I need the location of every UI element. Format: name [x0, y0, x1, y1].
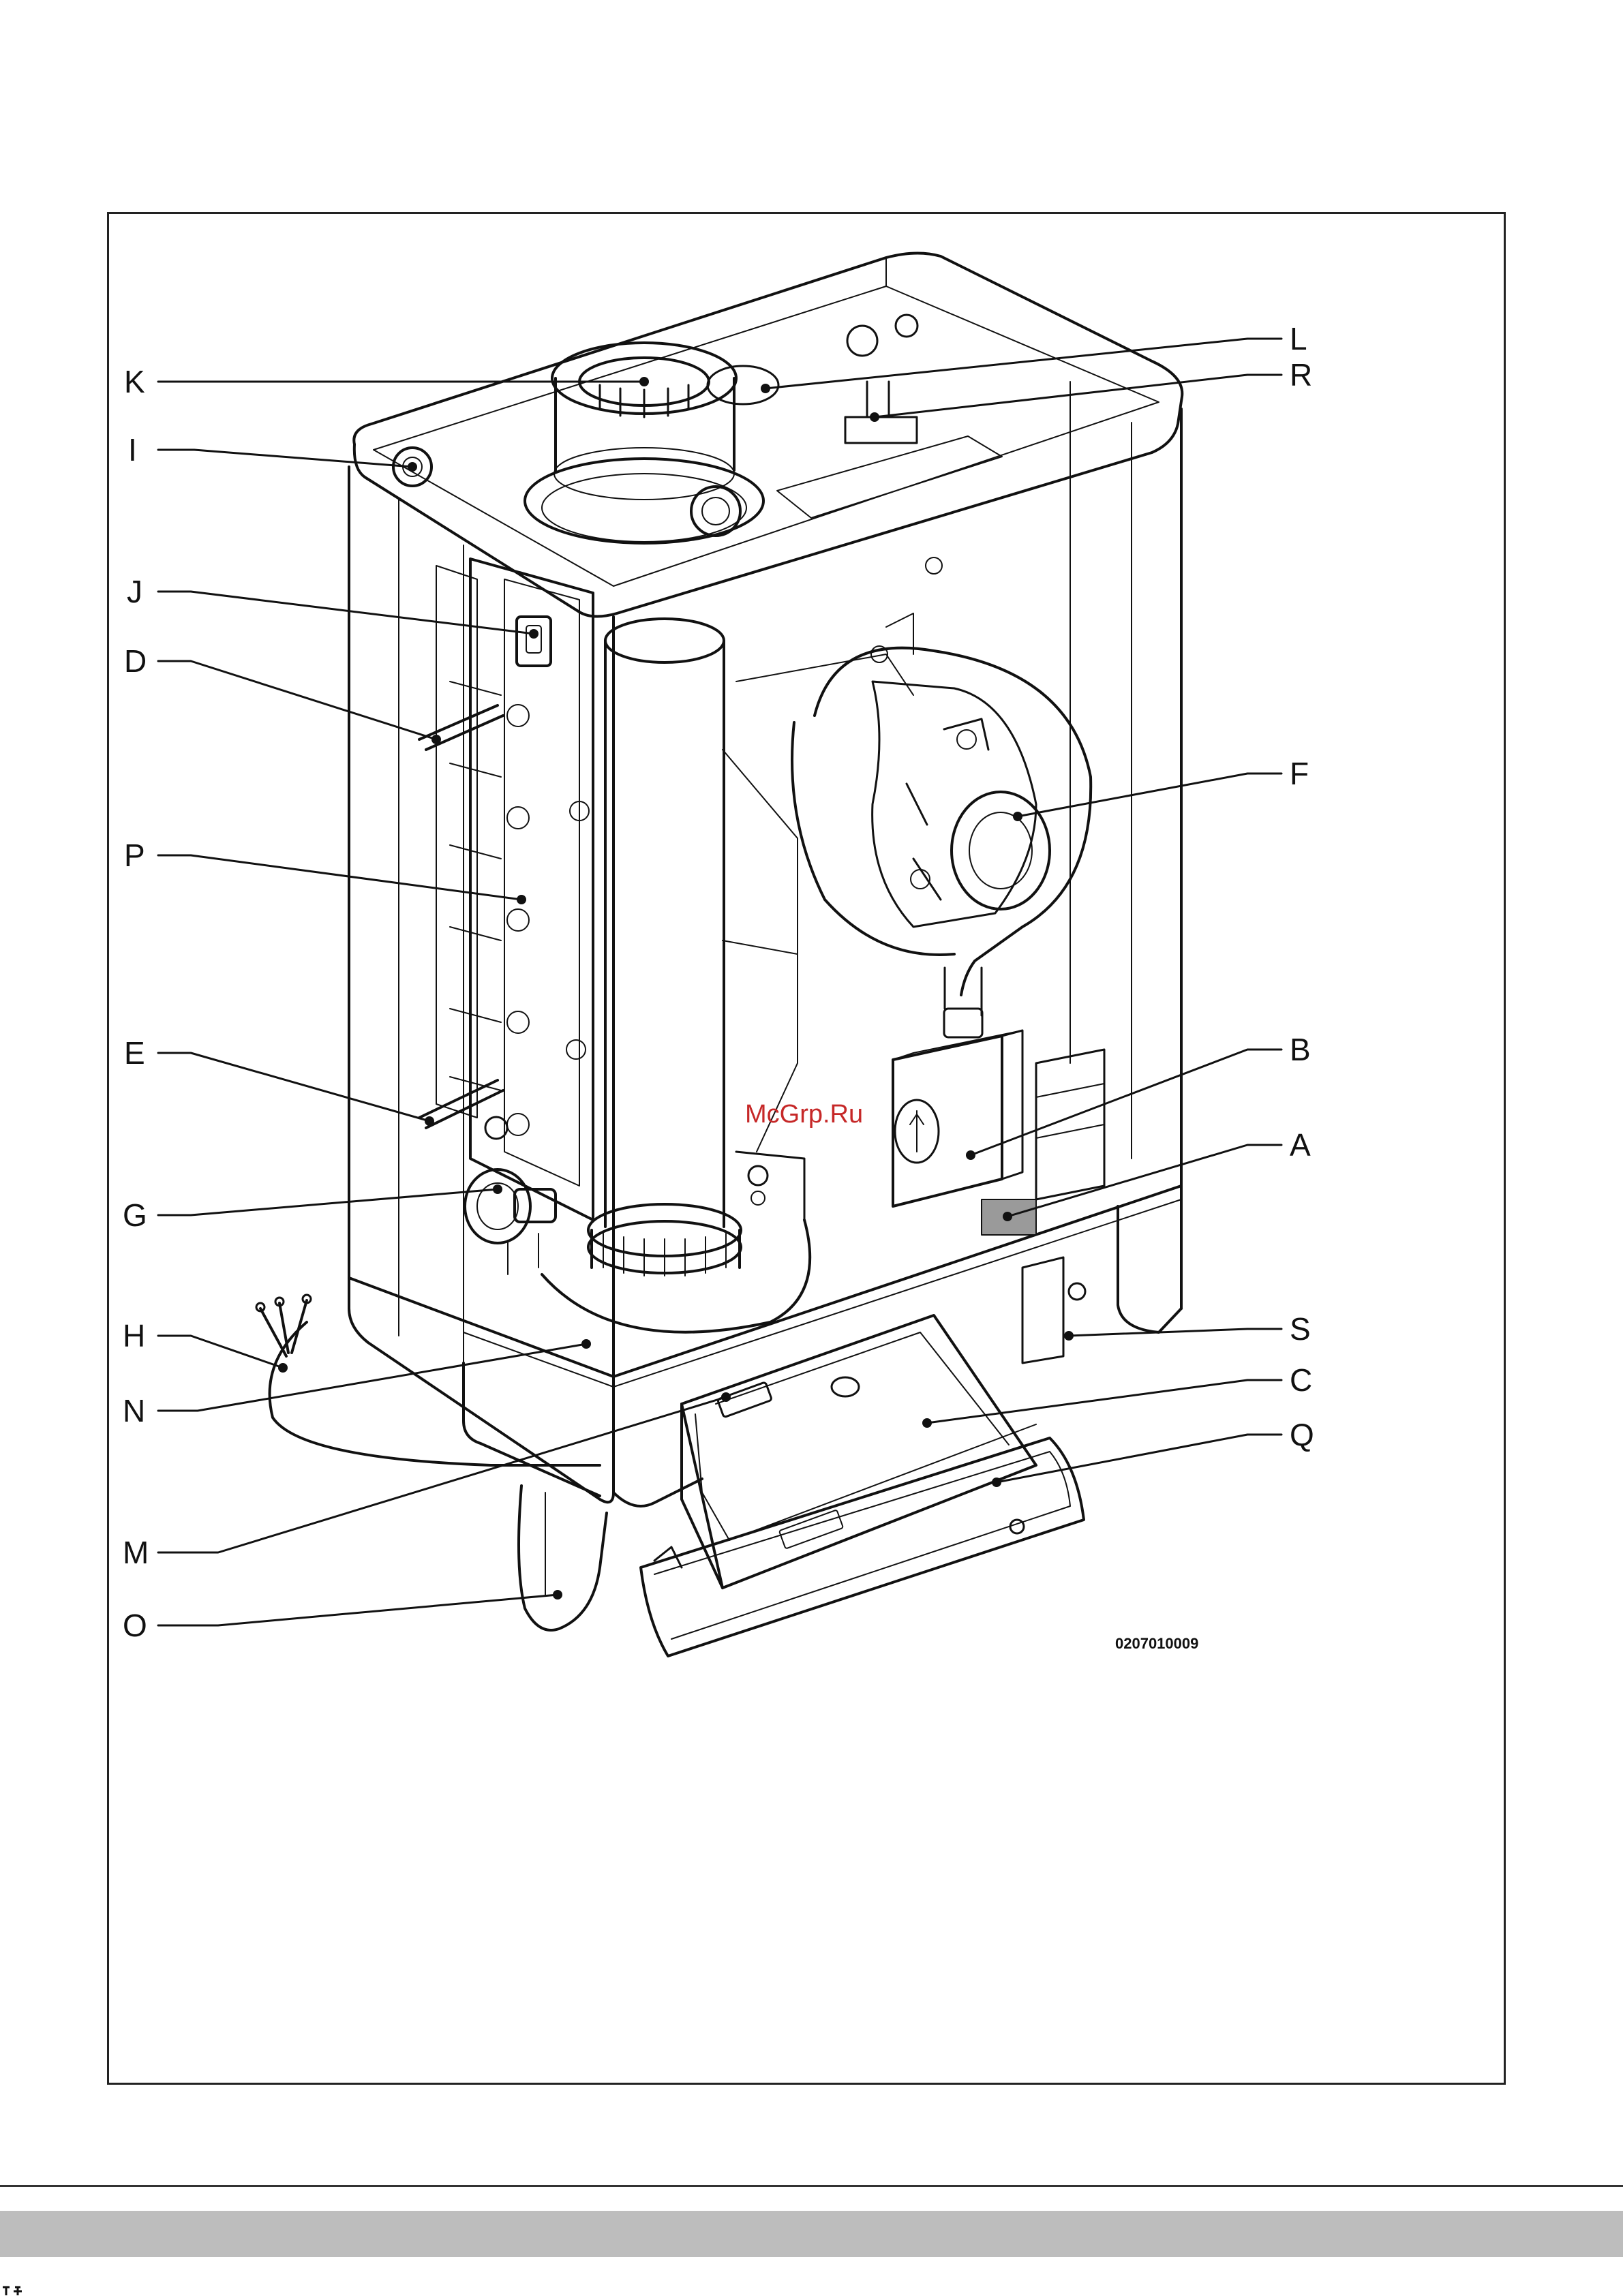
callout-label-f: F	[1290, 756, 1309, 791]
fan-assembly	[792, 648, 1091, 1015]
callout-label-e: E	[124, 1035, 145, 1071]
callout-label-i: I	[128, 432, 137, 468]
callout-label-g: G	[123, 1197, 147, 1233]
figure-reference-code: 0207010009	[1115, 1635, 1198, 1652]
callout-label-r: R	[1290, 357, 1312, 393]
leader-lines	[158, 339, 1281, 1625]
callout-label-n: N	[123, 1393, 145, 1428]
right-bracket	[1022, 1257, 1085, 1363]
footer-band	[0, 2211, 1623, 2257]
boiler-casing	[349, 253, 1182, 1506]
air-intake-tube	[588, 619, 741, 1276]
callout-label-h: H	[123, 1318, 145, 1353]
callout-label-j: J	[127, 574, 142, 609]
callout-label-b: B	[1290, 1032, 1311, 1067]
callout-label-a: A	[1290, 1127, 1311, 1163]
power-cable	[256, 1295, 600, 1465]
callout-label-m: M	[123, 1535, 149, 1570]
heat-exchanger	[436, 559, 593, 1220]
internal-piping	[723, 557, 942, 1152]
leader-dots	[278, 377, 1074, 1599]
sensor-probes	[419, 705, 503, 1128]
condensate-siphon	[519, 1486, 607, 1630]
callout-label-l: L	[1290, 321, 1307, 356]
sensor-j	[517, 617, 551, 666]
callout-label-p: P	[124, 838, 145, 873]
callout-label-q: Q	[1290, 1417, 1314, 1452]
watermark: McGrp.Ru	[745, 1100, 863, 1129]
callout-label-k: K	[124, 364, 145, 399]
burner-manifold	[542, 1152, 810, 1332]
top-ports	[393, 315, 917, 486]
gas-inlet-pipe	[777, 382, 1002, 518]
callout-label-s: S	[1290, 1311, 1311, 1347]
callout-label-d: D	[124, 643, 147, 679]
footer-divider	[0, 2185, 1623, 2187]
control-panel	[641, 1315, 1084, 1656]
callout-labels: K I J D P E G H N M O L R F B A S C Q	[123, 321, 1314, 1643]
pump	[465, 1169, 556, 1274]
callout-label-c: C	[1290, 1362, 1312, 1398]
footer-page-mark-icon	[0, 2283, 33, 2296]
flue-pipe	[525, 343, 763, 543]
gas-valve	[893, 1009, 1104, 1206]
callout-label-o: O	[123, 1608, 147, 1643]
